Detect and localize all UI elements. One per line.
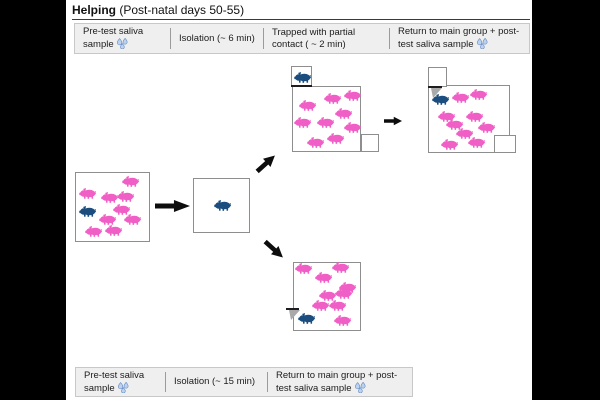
pig-icon-pink bbox=[478, 122, 495, 133]
open-door-icon bbox=[431, 88, 442, 98]
pig-icon-pink bbox=[324, 93, 341, 104]
pig-icon-pink bbox=[105, 225, 122, 236]
step-divider bbox=[389, 28, 390, 49]
return-start-compartment bbox=[428, 67, 447, 87]
pig-icon-pink bbox=[101, 192, 118, 203]
pig-icon-pink bbox=[441, 139, 458, 150]
helping-procedure-bar: Pre-test saliva sample Isolation (~ 6 mi… bbox=[74, 23, 530, 54]
pig-icon-blue bbox=[298, 313, 315, 324]
saliva-droplets-icon bbox=[354, 382, 367, 393]
step-label: Return to main group + post-test saliva … bbox=[398, 26, 520, 50]
open-door-icon bbox=[289, 310, 300, 320]
experiment-diagram bbox=[66, 0, 532, 400]
pig-icon-pink bbox=[299, 100, 316, 111]
step-isolation: Isolation (~ 6 min) bbox=[171, 24, 263, 53]
step-label: Pre-test saliva sample bbox=[84, 369, 145, 394]
step-return-posttest: Return to main group + post-test saliva … bbox=[268, 368, 412, 396]
pig-icon-blue bbox=[294, 72, 311, 83]
step-divider bbox=[263, 28, 264, 49]
pig-icon-pink bbox=[332, 262, 349, 273]
pig-icon-pink bbox=[335, 288, 352, 299]
step-label: Isolation (~ 6 min) bbox=[179, 32, 255, 44]
pig-icon-pink bbox=[468, 137, 485, 148]
pig-icon-pink bbox=[315, 272, 332, 283]
arrow-icon bbox=[253, 151, 280, 177]
pig-icon-pink bbox=[329, 300, 346, 311]
pig-icon-pink bbox=[122, 176, 139, 187]
step-pretest-saliva: Pre-test saliva sample bbox=[75, 24, 170, 53]
arrow-icon bbox=[155, 199, 190, 213]
pig-icon-pink bbox=[335, 108, 352, 119]
arrow-icon bbox=[384, 116, 402, 126]
step-divider bbox=[165, 372, 166, 392]
step-isolation: Isolation (~ 15 min) bbox=[166, 368, 267, 396]
open-door-line-icon bbox=[428, 86, 442, 88]
figure-title: Helping (Post-natal days 50-55) bbox=[72, 3, 244, 17]
return-corner-pen bbox=[494, 135, 516, 153]
helping-corner-pen bbox=[361, 134, 379, 152]
pig-icon-pink bbox=[344, 90, 361, 101]
pig-icon-pink bbox=[317, 117, 334, 128]
pig-icon-pink bbox=[466, 111, 483, 122]
saliva-droplets-icon bbox=[117, 382, 130, 393]
figure-title-bold: Helping bbox=[72, 3, 116, 17]
pig-icon-blue bbox=[214, 200, 231, 211]
pig-icon-pink bbox=[327, 133, 344, 144]
figure-content: Helping (Post-natal days 50-55) Pre-test… bbox=[66, 0, 532, 400]
pig-icon-pink bbox=[99, 214, 116, 225]
closed-door-icon bbox=[291, 85, 312, 87]
pig-icon-pink bbox=[295, 263, 312, 274]
step-label: Return to main group + post-test saliva … bbox=[276, 369, 398, 394]
step-trapped: Trapped with partial contact ( ~ 2 min) bbox=[264, 24, 389, 53]
title-divider bbox=[72, 19, 530, 20]
control-procedure-bar: Pre-test saliva sample Isolation (~ 15 m… bbox=[75, 367, 413, 397]
step-divider bbox=[170, 28, 171, 49]
pig-icon-blue bbox=[432, 94, 449, 105]
step-return-posttest: Return to main group + post-test saliva … bbox=[390, 24, 529, 53]
figure-title-detail: (Post-natal days 50-55) bbox=[116, 3, 245, 17]
pig-icon-pink bbox=[294, 117, 311, 128]
pig-icon-pink bbox=[470, 89, 487, 100]
open-door-line-icon bbox=[286, 308, 299, 310]
step-label: Trapped with partial contact ( ~ 2 min) bbox=[272, 26, 356, 50]
pig-icon-blue bbox=[79, 206, 96, 217]
pig-icon-pink bbox=[334, 315, 351, 326]
arrow-icon bbox=[261, 237, 288, 263]
step-pretest-saliva: Pre-test saliva sample bbox=[76, 368, 165, 396]
pig-icon-pink bbox=[312, 300, 329, 311]
pig-icon-pink bbox=[124, 214, 141, 225]
step-label: Isolation (~ 15 min) bbox=[174, 376, 256, 388]
step-divider bbox=[267, 372, 268, 392]
pig-icon-pink bbox=[85, 226, 102, 237]
pig-icon-pink bbox=[117, 191, 134, 202]
pig-icon-pink bbox=[344, 122, 361, 133]
step-label: Pre-test saliva sample bbox=[83, 26, 144, 50]
pig-icon-pink bbox=[79, 188, 96, 199]
pig-icon-pink bbox=[452, 92, 469, 103]
pig-icon-pink bbox=[307, 137, 324, 148]
